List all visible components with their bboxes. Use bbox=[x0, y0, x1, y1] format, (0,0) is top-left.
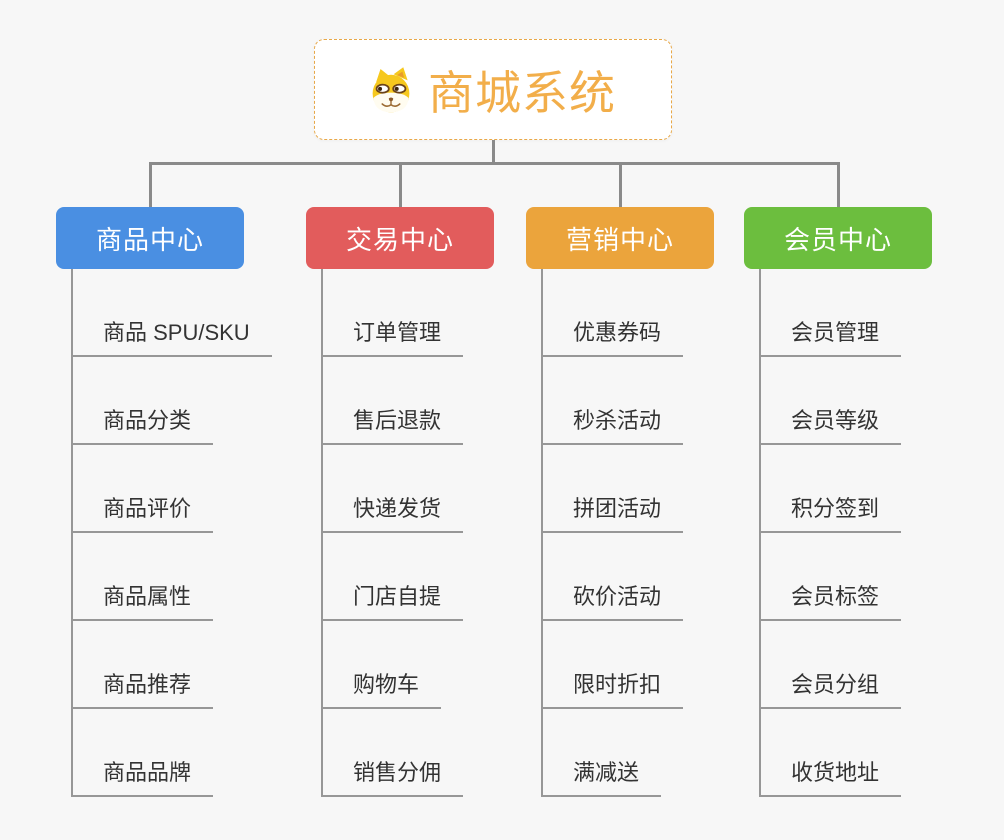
leaf-node[interactable]: 商品评价 bbox=[73, 495, 214, 533]
branch-stub-line bbox=[619, 162, 622, 207]
leaf-node[interactable]: 会员标签 bbox=[761, 583, 902, 621]
branch-column: 订单管理售后退款快递发货门店自提购物车销售分佣 bbox=[321, 269, 464, 797]
leaf-row: 商品推荐 bbox=[73, 621, 272, 709]
leaf-node[interactable]: 快递发货 bbox=[323, 495, 464, 533]
leaf-row: 拼团活动 bbox=[543, 445, 684, 533]
leaf-node[interactable]: 商品分类 bbox=[73, 407, 214, 445]
root-connector-line bbox=[492, 140, 495, 162]
leaf-row: 商品评价 bbox=[73, 445, 272, 533]
leaf-node[interactable]: 优惠券码 bbox=[543, 319, 684, 357]
leaf-row: 商品 SPU/SKU bbox=[73, 269, 272, 357]
branch-stub-line bbox=[399, 162, 402, 207]
branch-label: 营销中心 bbox=[565, 224, 674, 255]
leaf-row: 优惠券码 bbox=[543, 269, 684, 357]
branch-node[interactable]: 商品中心 bbox=[56, 207, 244, 269]
branch-node[interactable]: 交易中心 bbox=[306, 207, 494, 269]
leaf-node[interactable]: 订单管理 bbox=[323, 319, 464, 357]
leaf-row: 会员管理 bbox=[761, 269, 902, 357]
leaf-node[interactable]: 商品属性 bbox=[73, 583, 214, 621]
leaf-row: 会员等级 bbox=[761, 357, 902, 445]
root-title: 商城系统 bbox=[428, 66, 616, 119]
leaf-node[interactable]: 门店自提 bbox=[323, 583, 464, 621]
leaf-node[interactable]: 拼团活动 bbox=[543, 495, 684, 533]
leaf-node[interactable]: 积分签到 bbox=[761, 495, 902, 533]
leaf-row: 购物车 bbox=[323, 621, 463, 709]
doge-icon bbox=[370, 66, 412, 114]
branch-rail-line bbox=[149, 162, 840, 165]
leaf-row: 收货地址 bbox=[761, 709, 902, 797]
branch-column: 会员管理会员等级积分签到会员标签会员分组收货地址 bbox=[759, 269, 902, 797]
leaf-node[interactable]: 会员等级 bbox=[761, 407, 902, 445]
leaf-row: 门店自提 bbox=[323, 533, 464, 621]
branch-node[interactable]: 会员中心 bbox=[744, 207, 932, 269]
leaf-row: 秒杀活动 bbox=[543, 357, 684, 445]
leaf-node[interactable]: 售后退款 bbox=[323, 407, 464, 445]
leaf-row: 订单管理 bbox=[323, 269, 464, 357]
branch-column: 商品 SPU/SKU 商品分类商品评价商品属性商品推荐商品品牌 bbox=[71, 269, 272, 797]
leaf-row: 商品分类 bbox=[73, 357, 272, 445]
branch-label: 会员中心 bbox=[783, 224, 892, 255]
leaf-node[interactable]: 会员分组 bbox=[761, 671, 902, 709]
branch-label: 交易中心 bbox=[345, 224, 454, 255]
leaf-node[interactable]: 购物车 bbox=[323, 671, 442, 709]
leaf-node[interactable]: 商品 SPU/SKU bbox=[73, 319, 272, 357]
leaf-row: 商品属性 bbox=[73, 533, 272, 621]
leaf-node[interactable]: 商品品牌 bbox=[73, 759, 214, 797]
leaf-row: 销售分佣 bbox=[323, 709, 464, 797]
leaf-node[interactable]: 砍价活动 bbox=[543, 583, 684, 621]
leaf-row: 快递发货 bbox=[323, 445, 464, 533]
branch-column: 优惠券码秒杀活动拼团活动砍价活动限时折扣满减送 bbox=[541, 269, 684, 797]
leaf-row: 积分签到 bbox=[761, 445, 902, 533]
leaf-row: 会员分组 bbox=[761, 621, 902, 709]
leaf-node[interactable]: 会员管理 bbox=[761, 319, 902, 357]
branch-label: 商品中心 bbox=[95, 224, 204, 255]
branch-stub-line bbox=[149, 162, 152, 207]
root-node[interactable]: 商城系统 bbox=[314, 39, 672, 140]
branch-stub-line bbox=[837, 162, 840, 207]
leaf-node[interactable]: 秒杀活动 bbox=[543, 407, 684, 445]
branch-node[interactable]: 营销中心 bbox=[526, 207, 714, 269]
leaf-row: 砍价活动 bbox=[543, 533, 684, 621]
leaf-node[interactable]: 限时折扣 bbox=[543, 671, 684, 709]
leaf-node[interactable]: 销售分佣 bbox=[323, 759, 464, 797]
leaf-node[interactable]: 满减送 bbox=[543, 759, 662, 797]
leaf-row: 限时折扣 bbox=[543, 621, 684, 709]
leaf-row: 会员标签 bbox=[761, 533, 902, 621]
leaf-node[interactable]: 商品推荐 bbox=[73, 671, 214, 709]
leaf-node[interactable]: 收货地址 bbox=[761, 759, 902, 797]
leaf-row: 商品品牌 bbox=[73, 709, 272, 797]
leaf-row: 售后退款 bbox=[323, 357, 464, 445]
leaf-row: 满减送 bbox=[543, 709, 683, 797]
